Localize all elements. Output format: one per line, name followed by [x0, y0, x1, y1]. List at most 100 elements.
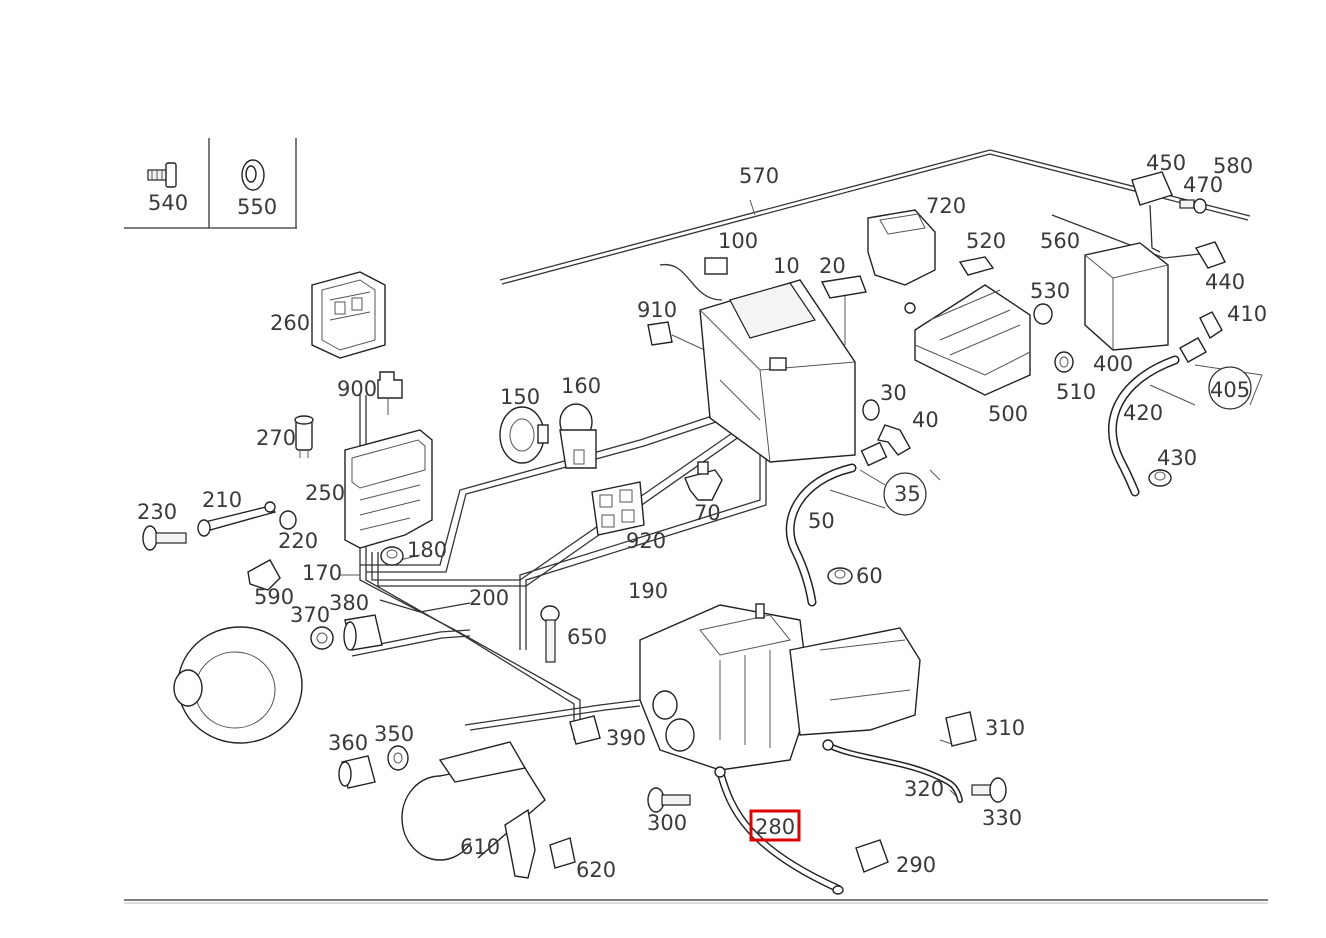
part-label-370[interactable]: 370: [290, 603, 330, 627]
nut-370-icon[interactable]: [310, 626, 334, 650]
part-label-200[interactable]: 200: [469, 586, 509, 610]
elbow-410-icon[interactable]: [1179, 311, 1223, 363]
bolt-330-icon[interactable]: [971, 777, 1007, 803]
plug-530-icon[interactable]: [1033, 303, 1053, 325]
ground-cable-320-icon[interactable]: [822, 739, 963, 803]
relay-450-icon[interactable]: [1131, 171, 1173, 206]
part-label-230[interactable]: 230: [137, 500, 177, 524]
part-label-380[interactable]: 380: [329, 591, 369, 615]
part-label-160[interactable]: 160: [561, 374, 601, 398]
block-520-icon[interactable]: [958, 256, 995, 276]
part-label-470[interactable]: 470: [1183, 173, 1223, 197]
part-label-20[interactable]: 20: [819, 254, 846, 278]
part-label-500[interactable]: 500: [988, 402, 1028, 426]
screw-470-icon[interactable]: [1179, 198, 1207, 214]
part-label-40[interactable]: 40: [912, 408, 939, 432]
connector-920-icon[interactable]: [591, 481, 645, 536]
part-label-400[interactable]: 400: [1093, 352, 1133, 376]
part-label-450[interactable]: 450: [1146, 151, 1186, 175]
part-label-320[interactable]: 320: [904, 777, 944, 801]
grommet-430-icon[interactable]: [1148, 469, 1172, 487]
nut-350-icon[interactable]: [387, 745, 409, 771]
module-720-icon[interactable]: [867, 209, 936, 286]
connector-900-icon[interactable]: [377, 371, 403, 415]
part-label-900[interactable]: 900: [337, 377, 377, 401]
part-label-390[interactable]: 390: [606, 726, 646, 750]
part-label-510[interactable]: 510: [1056, 380, 1096, 404]
part-label-620[interactable]: 620: [576, 858, 616, 882]
part-label-250[interactable]: 250: [305, 481, 345, 505]
part-label-260[interactable]: 260: [270, 311, 310, 335]
bolt-230-icon[interactable]: [142, 525, 187, 551]
part-label-310[interactable]: 310: [985, 716, 1025, 740]
cap-30-icon[interactable]: [862, 399, 880, 421]
label-910-icon[interactable]: [647, 321, 673, 346]
elbow-40-icon[interactable]: [860, 424, 911, 467]
part-label-70[interactable]: 70: [694, 501, 721, 525]
clip-620-icon[interactable]: [549, 837, 576, 869]
part-label-720[interactable]: 720: [926, 194, 966, 218]
part-label-280[interactable]: 280: [755, 815, 795, 839]
control-unit-250-icon[interactable]: [344, 429, 433, 549]
ground-strap-280-icon[interactable]: [714, 766, 844, 895]
part-label-590[interactable]: 590: [254, 585, 294, 609]
part-label-35[interactable]: 35: [894, 482, 921, 506]
part-label-530[interactable]: 530: [1030, 279, 1070, 303]
part-label-30[interactable]: 30: [880, 381, 907, 405]
clip-390-icon[interactable]: [569, 715, 601, 745]
nut-220-icon[interactable]: [279, 510, 297, 530]
clip-310-icon[interactable]: [945, 711, 977, 747]
part-label-180[interactable]: 180: [407, 538, 447, 562]
part-label-430[interactable]: 430: [1157, 446, 1197, 470]
part-label-330[interactable]: 330: [982, 806, 1022, 830]
part-label-360[interactable]: 360: [328, 731, 368, 755]
part-label-10[interactable]: 10: [773, 254, 800, 278]
part-label-610[interactable]: 610: [460, 835, 500, 859]
part-label-350[interactable]: 350: [374, 722, 414, 746]
bracket-590-icon[interactable]: [247, 559, 281, 591]
part-label-60[interactable]: 60: [856, 564, 883, 588]
part-label-50[interactable]: 50: [808, 509, 835, 533]
battery-tray-500-icon[interactable]: [904, 284, 1031, 396]
sleeve-380-icon[interactable]: [343, 614, 383, 651]
grommet-180-icon[interactable]: [380, 546, 404, 566]
grommet-510-icon[interactable]: [1054, 351, 1074, 373]
part-label-150[interactable]: 150: [500, 385, 540, 409]
part-label-910[interactable]: 910: [637, 298, 677, 322]
part-label-210[interactable]: 210: [202, 488, 242, 512]
part-label-920[interactable]: 920: [626, 529, 666, 553]
sensor-150-icon[interactable]: [499, 406, 549, 464]
bracket-610-icon[interactable]: [504, 808, 536, 879]
part-label-170[interactable]: 170: [302, 561, 342, 585]
part-label-405[interactable]: 405: [1210, 378, 1250, 402]
fuse-box-260-icon[interactable]: [311, 271, 386, 359]
part-label-580[interactable]: 580: [1213, 154, 1253, 178]
part-label-570[interactable]: 570: [739, 164, 779, 188]
part-label-650[interactable]: 650: [567, 625, 607, 649]
clip-290-icon[interactable]: [855, 839, 889, 873]
battery-400-icon[interactable]: [1084, 242, 1169, 351]
part-label-270[interactable]: 270: [256, 426, 296, 450]
part-label-520[interactable]: 520: [966, 229, 1006, 253]
sleeve-360-icon[interactable]: [338, 755, 376, 789]
part-label-560[interactable]: 560: [1040, 229, 1080, 253]
hose-50-icon[interactable]: [785, 463, 857, 607]
part-label-290[interactable]: 290: [896, 853, 936, 877]
bolt-300-icon[interactable]: [647, 787, 691, 813]
hose-420-icon[interactable]: [1107, 355, 1180, 497]
clip-440-icon[interactable]: [1194, 241, 1226, 269]
part-label-440[interactable]: 440: [1205, 270, 1245, 294]
part-label-410[interactable]: 410: [1227, 302, 1267, 326]
bracket-70-icon[interactable]: [684, 461, 723, 501]
bolt-650-icon[interactable]: [540, 605, 560, 663]
label-20-icon[interactable]: [820, 275, 867, 299]
ground-cable-210-icon[interactable]: [197, 501, 277, 537]
battery-10-icon[interactable]: [699, 279, 856, 463]
part-label-300[interactable]: 300: [647, 811, 687, 835]
sensor-160-icon[interactable]: [559, 403, 597, 469]
grommet-60-icon[interactable]: [827, 567, 853, 585]
part-label-220[interactable]: 220: [278, 529, 318, 553]
wiring-lead-100-icon[interactable]: [659, 257, 728, 301]
part-label-420[interactable]: 420: [1123, 401, 1163, 425]
part-label-550[interactable]: 550: [237, 195, 277, 219]
